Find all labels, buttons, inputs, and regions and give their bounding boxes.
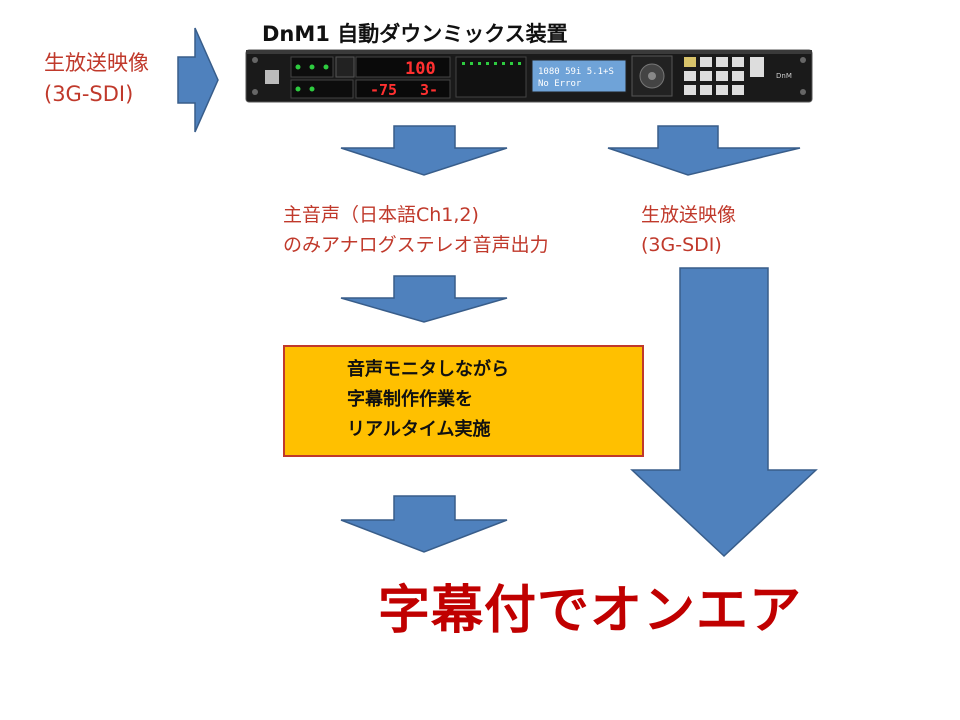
work-text-line3: リアルタイム実施 [347, 419, 491, 440]
work-text-line1: 音声モニタしながら [347, 359, 509, 380]
output-video-label-line2: (3G-SDI) [641, 234, 722, 256]
captioning-work-box [283, 345, 644, 457]
result-onair-text: 字幕付でオンエア [378, 581, 803, 641]
lcd-line-2: No Error [538, 79, 582, 89]
loudness-display: -75 [370, 81, 397, 99]
lcd-line-1: 1080 59i 5.1+S [538, 67, 614, 77]
audio-delay-display: 100 [405, 59, 436, 79]
loudness-display-2: 3- [420, 81, 438, 99]
main-audio-label: 主音声（日本語Ch1,2) のみアナログステレオ音声出力 [283, 200, 549, 260]
input-video-label: 生放送映像 (3G-SDI) [44, 48, 149, 110]
video-down-arrow [607, 125, 801, 176]
work-text-line2: 字幕制作作業を [347, 389, 473, 410]
device-brand: DnM [776, 72, 792, 80]
dnm1-device: 100 -75 3- 1080 59i 5.1+S No Error [245, 49, 813, 103]
input-video-label-line1: 生放送映像 [44, 51, 149, 75]
input-video-label-line2: (3G-SDI) [44, 82, 134, 106]
input-arrow [177, 27, 219, 133]
video-passthrough-arrow [630, 267, 818, 558]
captioning-work-text: 音声モニタしながら 字幕制作作業を リアルタイム実施 [347, 355, 509, 445]
device-title: DnM1 自動ダウンミックス装置 [262, 22, 568, 46]
main-audio-label-line1: 主音声（日本語Ch1,2) [283, 204, 479, 226]
to-work-arrow [340, 275, 508, 323]
main-audio-label-line2: のみアナログステレオ音声出力 [283, 234, 549, 256]
from-work-arrow [340, 495, 508, 553]
output-video-label: 生放送映像 (3G-SDI) [641, 200, 736, 260]
output-video-label-line1: 生放送映像 [641, 204, 737, 226]
audio-down-arrow [340, 125, 508, 176]
